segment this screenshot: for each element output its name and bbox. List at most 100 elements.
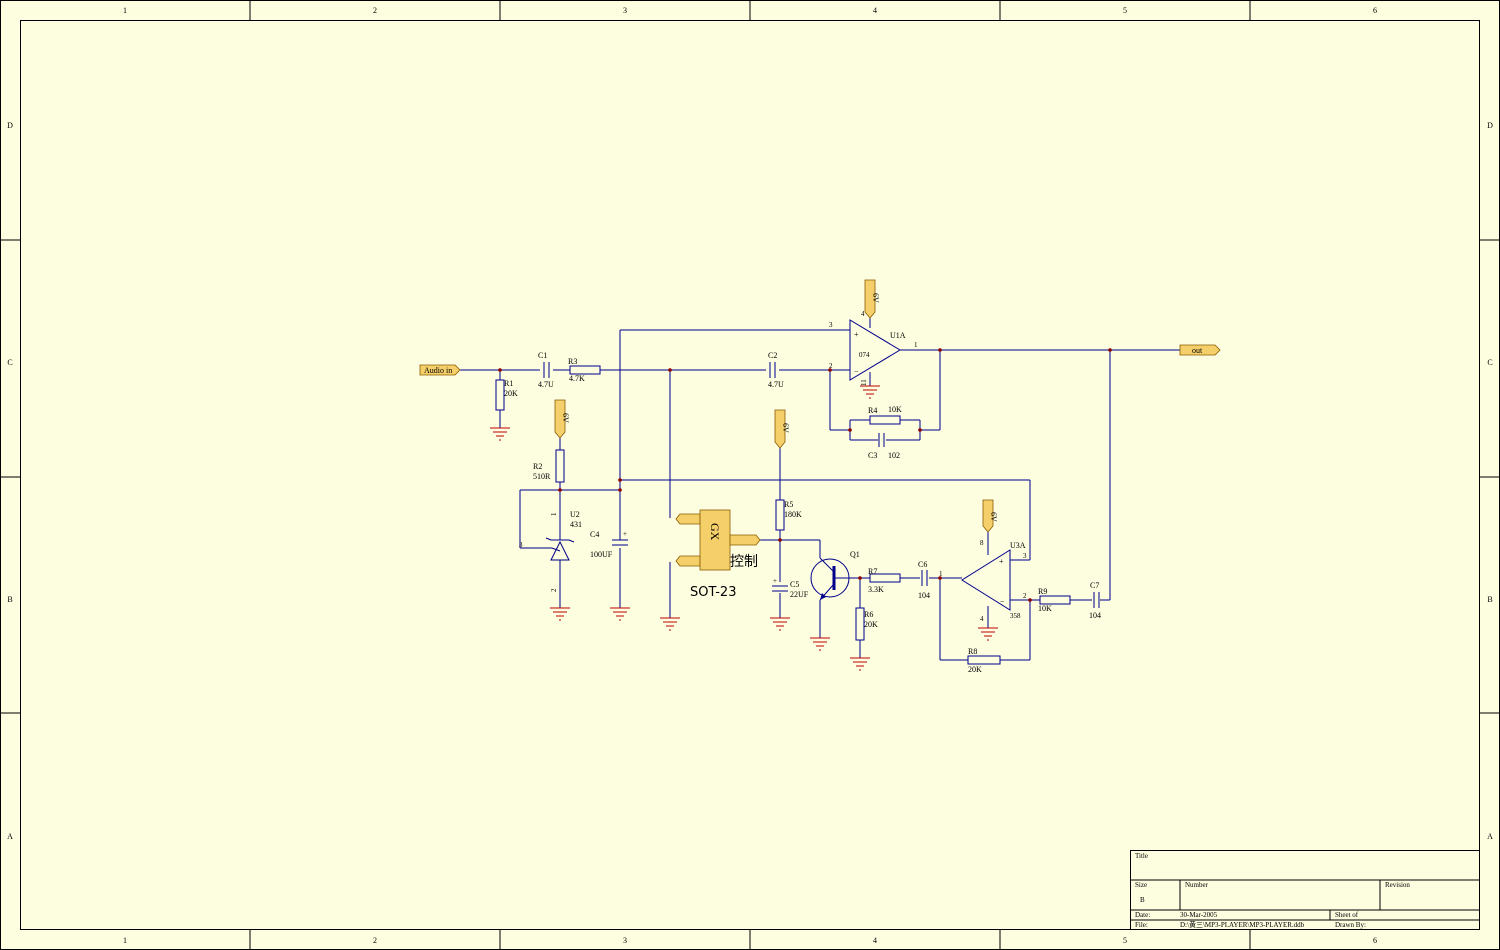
resistor-r9: R9 10K [1038,587,1071,613]
col-label-top-6: 6 [1373,6,1377,15]
r3-ref: R3 [568,357,577,366]
c6-value: 104 [918,591,930,600]
c7-ref: C7 [1090,581,1099,590]
power-flag-u1: 6V [864,279,880,319]
row-label-right-b: B [1487,595,1492,604]
svg-text:−: − [854,367,859,376]
resistor-r5: R5 180K [775,499,802,531]
svg-text:−: − [1000,597,1005,606]
power-flag-u3-label: 6V [989,512,998,522]
col-label-bottom-3: 3 [623,936,627,945]
r2-value: 510R [533,472,551,481]
u3-pin-gnd: 4 [980,615,984,623]
r1-ref: R1 [504,379,513,388]
c5-ref: C5 [790,580,799,589]
file-value: D:\黄三\MP3-PLAYER\MP3-PLAYER.ddb [1180,920,1305,929]
col-label-bottom-5: 5 [1123,936,1127,945]
c4-value: 100UF [590,550,613,559]
revision-label: Revision [1385,881,1410,889]
transistor-q1: Q1 [810,550,860,601]
c7-value: 104 [1089,611,1101,620]
r7-value: 3.3K [868,585,884,594]
resistor-r8: R8 20K [967,647,1001,674]
power-flag-r2-label: 6V [561,413,570,423]
c2-ref: C2 [768,351,777,360]
ground-r6 [850,657,870,671]
col-label-bottom-6: 6 [1373,936,1377,945]
output-port-label: out [1192,346,1203,355]
r8-ref: R8 [968,647,977,656]
r3-value: 4.7K [569,374,585,383]
size-label: Size [1135,881,1147,889]
c1-value: 4.7U [538,380,554,389]
u1-pin-plus: 3 [829,321,833,329]
r9-value: 10K [1038,604,1052,613]
row-label-right-d: D [1487,121,1493,130]
ground-q1 [810,637,830,651]
u3-pin-vcc: 8 [980,539,984,547]
u3-pin-out: 1 [939,570,943,578]
title-block: Title Size B Number Revision Date: 30-Ma… [1130,850,1480,930]
wires [460,318,1180,661]
date-value: 30-Mar-2005 [1180,911,1218,919]
c4-ref: C4 [590,530,599,539]
power-flag-r5-label: 6V [781,423,790,433]
resistor-r1: R1 20K [495,379,518,411]
svg-text:+: + [854,330,859,339]
col-label-top-1: 1 [123,6,127,15]
c6-ref: C6 [918,560,927,569]
row-label-right-c: C [1487,358,1492,367]
u3-pin-minus: 2 [1023,592,1027,600]
r6-value: 20K [864,620,878,629]
r7-ref: R7 [868,567,877,576]
ground-u2 [550,607,570,621]
q1-ref: Q1 [850,550,860,559]
r4-ref: R4 [868,406,877,415]
r1-value: 20K [504,389,518,398]
c1-ref: C1 [538,351,547,360]
resistor-r3: R3 4.7K [568,357,601,383]
u1-pin-minus: 2 [829,362,833,370]
c3-ref: C3 [868,451,877,460]
power-flag-r2: 6V [554,399,570,439]
capacitor-c6: C6 104 [918,560,930,600]
u3-ref: U3A [1010,541,1026,550]
c5-value: 22UF [790,590,809,599]
col-label-top-3: 3 [623,6,627,15]
col-label-top-5: 5 [1123,6,1127,15]
ground-c5 [770,617,790,631]
u2-value: 431 [570,520,582,529]
svg-text:+: + [623,530,627,538]
row-label-left-d: D [7,121,13,130]
r5-ref: R5 [784,500,793,509]
resistor-r2: R2 510R [533,449,565,483]
number-label: Number [1185,881,1209,889]
u2-pin-b: 2 [550,588,558,592]
col-label-bottom-2: 2 [373,936,377,945]
u3-value: 358 [1010,612,1021,620]
r2-ref: R2 [533,462,542,471]
row-label-right-a: A [1487,832,1493,841]
capacitor-c7: C7 104 [1089,581,1101,620]
r4-value: 10K [888,405,902,414]
row-label-left-a: A [7,832,13,841]
ground-u3 [978,627,998,641]
opamp-u1a: + − U1A 074 3 2 1 4 11 [829,310,918,386]
col-label-bottom-4: 4 [873,936,877,945]
ground-r1 [490,427,510,441]
gx-label: GX [708,523,722,541]
input-port-label: Audio in [424,366,452,375]
gx-control-label: 控制 [730,554,758,570]
row-label-left-b: B [7,595,12,604]
col-label-top-4: 4 [873,6,877,15]
c3-value: 102 [888,451,900,460]
output-port: out [1179,344,1221,356]
input-port: Audio in [419,364,461,376]
resistor-r6: R6 20K [855,607,878,641]
ground-c4 [610,607,630,621]
capacitor-c1: C1 4.7U [538,351,554,389]
svg-text:+: + [999,557,1004,566]
gx-module: GX 控制 SOT-23 [675,509,761,600]
junctions [498,348,1112,602]
